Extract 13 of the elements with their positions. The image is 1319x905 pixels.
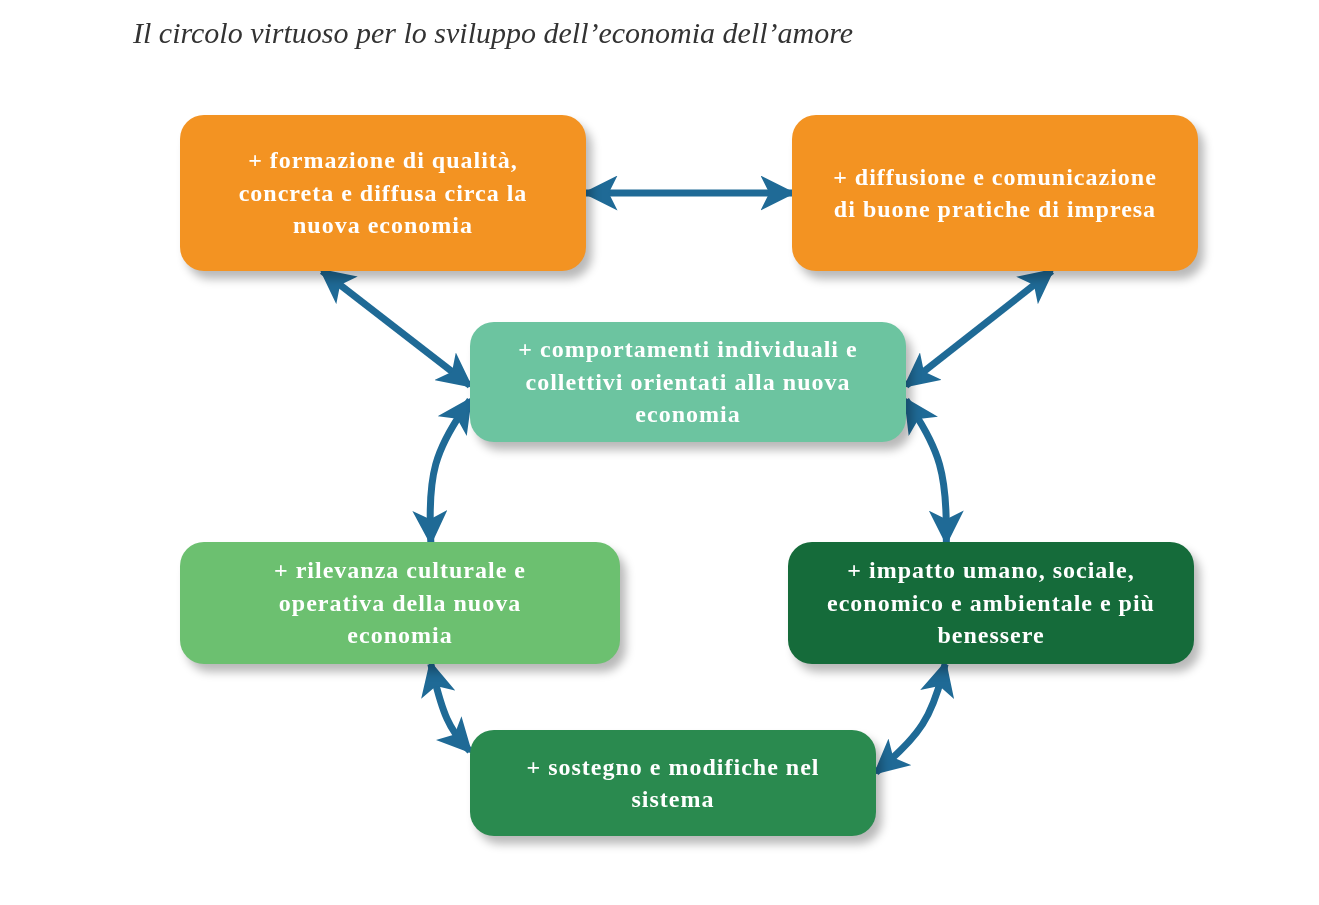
diagram-title: Il circolo virtuoso per lo sviluppo dell’economia dell’amore: [133, 16, 854, 50]
process-box: [470, 322, 906, 442]
process-box: [792, 115, 1198, 271]
process-box: [180, 115, 586, 271]
box-text: + diffusione e comunicazione di buone pratiche di impresa: [832, 162, 1158, 224]
process-box: [470, 730, 876, 836]
process-box: [788, 542, 1194, 664]
box-text: + rilevanza culturale e operativa della nuova economia: [273, 556, 527, 651]
process-box: [180, 542, 620, 664]
box-text: + sostegno e modifiche nel sistema: [525, 752, 821, 814]
box-text: + comportamenti individuali e collettivi orientati alla nuova economia: [517, 335, 859, 430]
box-text: + formazione di qualità, concreta e diffusa circa la nuova economia: [237, 146, 529, 241]
box-text: + impatto umano, sociale, economico e ambientale e più benessere: [826, 556, 1156, 651]
